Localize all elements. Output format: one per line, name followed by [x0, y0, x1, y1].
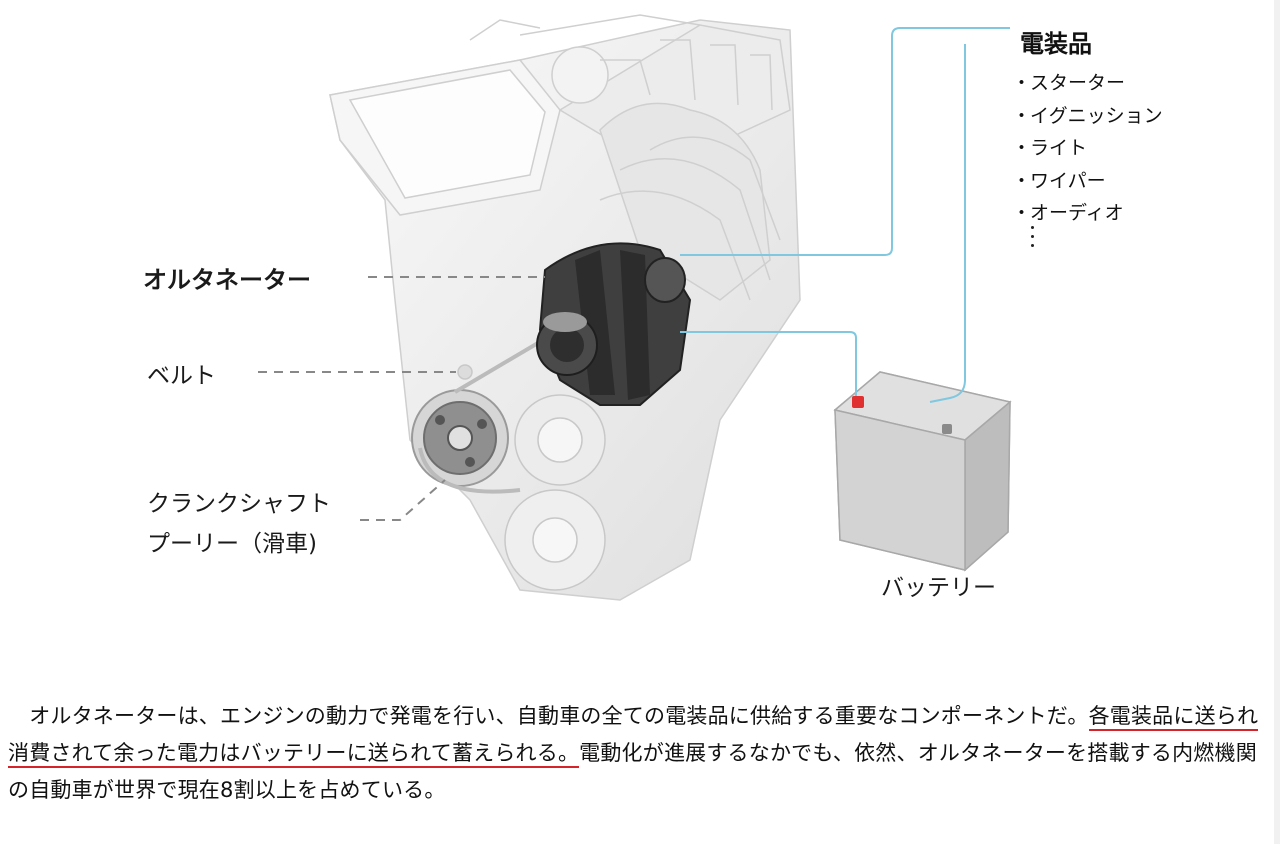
connector-lines — [680, 27, 1010, 403]
crankshaft-label-line2: プーリー（滑車) — [147, 531, 317, 557]
engine-illustration — [258, 14, 1012, 601]
crankshaft-pulley — [411, 389, 509, 487]
electrical-item: イグニッション — [1012, 100, 1163, 133]
diagram-figure: オルタネーター ベルト クランクシャフト プーリー（滑車) バッテリー 電装品 … — [0, 0, 1280, 680]
battery — [833, 371, 1012, 572]
leader-lines — [258, 276, 545, 521]
alternator-label: オルタネーター — [143, 266, 311, 294]
electrical-item: ワイパー — [1012, 165, 1163, 198]
electrical-components: 電装品 スターター イグニッション ライト ワイパー オーディオ — [1012, 24, 1163, 230]
electrical-item: ライト — [1012, 132, 1163, 165]
belt-label: ベルト — [147, 363, 216, 389]
more-items-ellipsis-icon — [1030, 226, 1036, 253]
article-paragraph: オルタネーターは、エンジンの動力で発電を行い、自動車の全ての電装品に供給する重要… — [8, 698, 1274, 809]
scrollbar-track[interactable] — [1274, 0, 1280, 844]
electrical-title: 電装品 — [1020, 30, 1092, 58]
accessory-pulleys — [457, 364, 606, 591]
battery-positive-terminal — [852, 396, 864, 408]
article-highlighted-sentence: 各電装品に送られ消費されて余った電力はバッテリーに送られて蓄えられる。 — [8, 704, 1259, 768]
article-sentence-1: オルタネーターは、エンジンの動力で発電を行い、自動車の全ての電装品に供給する重要… — [29, 704, 1089, 728]
battery-negative-terminal — [942, 424, 952, 434]
electrical-item: スターター — [1012, 67, 1163, 100]
electrical-list: スターター イグニッション ライト ワイパー オーディオ — [1012, 67, 1163, 230]
electrical-item: オーディオ — [1012, 197, 1163, 230]
crankshaft-pulley-label: クランクシャフト プーリー（滑車) — [147, 484, 331, 564]
crankshaft-label-line1: クランクシャフト — [147, 491, 331, 517]
alternator — [536, 242, 692, 406]
article-sentence-3: 電動化が進展するなかでも、依然、オルタネーターを搭載する内燃機関の自動車が世界で… — [8, 741, 1257, 802]
battery-label: バッテリー — [881, 575, 996, 601]
